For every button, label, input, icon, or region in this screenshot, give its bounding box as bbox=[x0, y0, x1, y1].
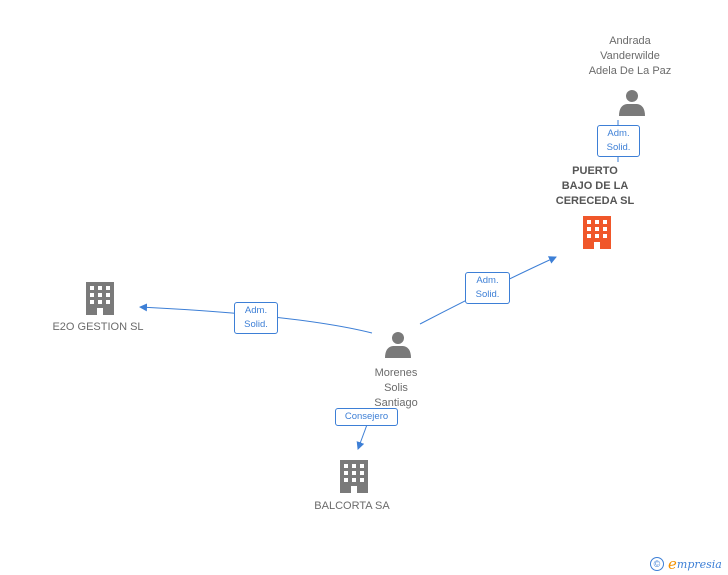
person-icon[interactable] bbox=[385, 332, 411, 358]
copyright-icon: © bbox=[650, 557, 664, 571]
brand-logo-text: mpresia bbox=[676, 557, 722, 571]
brand-footer: © e mpresia bbox=[650, 555, 722, 573]
person-name-andrada[interactable]: Andrada Vanderwilde Adela De La Paz bbox=[588, 35, 672, 77]
company-name-balcorta[interactable]: BALCORTA SA bbox=[314, 500, 390, 512]
person-name-morenes[interactable]: Morenes Solis Santiago bbox=[374, 367, 418, 409]
edge-morenes-to-e2o bbox=[139, 303, 373, 334]
building-icon[interactable] bbox=[86, 282, 114, 315]
company-name-e2o[interactable]: E2O GESTION SL bbox=[52, 321, 144, 333]
person-icon[interactable] bbox=[619, 90, 645, 116]
building-icon[interactable] bbox=[340, 460, 368, 493]
building-icon[interactable] bbox=[583, 216, 611, 249]
company-name-puerto[interactable]: PUERTO BAJO DE LA CERECEDA SL bbox=[555, 165, 635, 207]
role-badge-morenes-balcorta[interactable]: Consejero bbox=[335, 408, 398, 426]
role-badge-morenes-e2o[interactable]: Adm. Solid. bbox=[234, 302, 278, 334]
brand-logo-initial: e bbox=[668, 555, 677, 573]
role-badge-andrada-puerto[interactable]: Adm. Solid. bbox=[597, 125, 640, 157]
edge-morenes-to-balcorta bbox=[356, 421, 369, 450]
role-badge-morenes-puerto[interactable]: Adm. Solid. bbox=[465, 272, 510, 304]
